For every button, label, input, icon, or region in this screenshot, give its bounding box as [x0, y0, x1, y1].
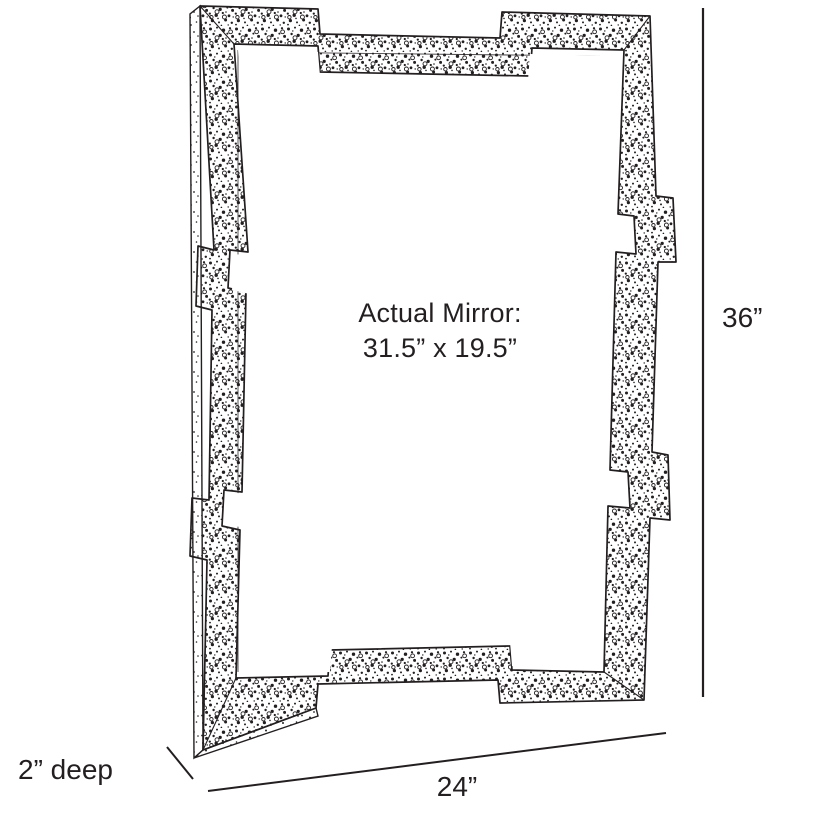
mirror-glass [226, 50, 632, 674]
actual-mirror-line1: Actual Mirror: [358, 298, 521, 328]
frame-miter-lines [199, 5, 651, 751]
frame-depth-left [189, 4, 204, 760]
depth-dimension-label: 2” deep [18, 754, 113, 785]
width-dimension: 24” [207, 732, 667, 802]
height-dimension-label: 36” [722, 302, 762, 333]
actual-mirror-line2: 31.5” x 19.5” [363, 333, 517, 363]
mirror-frame [189, 4, 677, 760]
depth-dimension: 2” deep [18, 746, 194, 785]
height-dimension: 36” [701, 8, 762, 697]
width-dimension-label: 24” [437, 771, 477, 802]
depth-leader-line [166, 746, 194, 780]
width-dimension-line [207, 732, 667, 792]
actual-mirror-label: Actual Mirror: 31.5” x 19.5” [358, 298, 521, 363]
